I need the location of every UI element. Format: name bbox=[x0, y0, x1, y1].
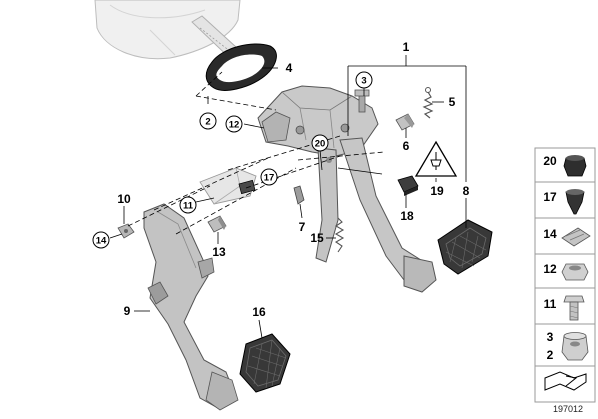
side-item-20: 20 bbox=[543, 154, 587, 177]
svg-text:20: 20 bbox=[543, 154, 557, 168]
svg-text:17: 17 bbox=[543, 190, 557, 204]
svg-text:2: 2 bbox=[547, 348, 554, 362]
hardware-side-panel: 20 17 14 12 11 3 2 bbox=[534, 147, 596, 414]
bolt-part-3 bbox=[354, 89, 370, 113]
svg-text:12: 12 bbox=[543, 262, 557, 276]
side-item-17: 17 bbox=[543, 189, 585, 215]
callout-12: 12 bbox=[225, 115, 243, 133]
catalog-number: 197012 bbox=[553, 404, 583, 414]
callout-16: 16 bbox=[252, 305, 266, 319]
callout-18: 18 bbox=[400, 209, 414, 223]
pedal-arm-part-9 bbox=[143, 203, 239, 411]
callout-7: 7 bbox=[299, 220, 306, 234]
callout-2: 2 bbox=[199, 112, 217, 130]
svg-text:3: 3 bbox=[361, 76, 366, 87]
side-item-14: 14 bbox=[543, 227, 591, 247]
callout-10: 10 bbox=[117, 192, 131, 206]
side-item-arrow bbox=[544, 371, 587, 391]
warning-triangle-part-19 bbox=[414, 140, 458, 177]
nut-part-10 bbox=[117, 223, 135, 239]
gasket-part-4 bbox=[205, 43, 277, 91]
callout-14: 14 bbox=[92, 231, 110, 249]
pedal-pad-part-16 bbox=[239, 333, 291, 393]
callout-4: 4 bbox=[286, 61, 293, 75]
callout-20: 20 bbox=[311, 134, 329, 152]
svg-text:17: 17 bbox=[264, 173, 275, 184]
side-item-11: 11 bbox=[544, 295, 585, 321]
clip-part-7 bbox=[293, 185, 305, 205]
svg-text:3: 3 bbox=[547, 330, 554, 344]
callout-5: 5 bbox=[449, 95, 456, 109]
svg-text:14: 14 bbox=[543, 227, 557, 241]
callout-labels: 1 4 5 6 7 8 9 10 13 15 16 18 19 bbox=[117, 40, 469, 319]
side-item-3-2: 3 2 bbox=[547, 330, 589, 362]
sensor-assembly-part-11-17 bbox=[199, 167, 257, 205]
svg-text:11: 11 bbox=[544, 297, 557, 311]
spring-part-15 bbox=[334, 217, 345, 253]
svg-text:14: 14 bbox=[96, 236, 107, 247]
brake-pedal-arm bbox=[339, 137, 437, 293]
clutch-pedal-arm bbox=[315, 147, 339, 263]
callout-13: 13 bbox=[212, 245, 226, 259]
bushing-part-13 bbox=[207, 215, 227, 233]
spring-part-5 bbox=[422, 87, 434, 119]
switch-part-18 bbox=[397, 175, 419, 196]
callout-11: 11 bbox=[179, 196, 197, 214]
svg-text:12: 12 bbox=[229, 120, 240, 131]
svg-text:2: 2 bbox=[205, 117, 210, 128]
sleeve-part-6 bbox=[395, 113, 415, 131]
callout-1: 1 bbox=[403, 40, 410, 54]
callout-15: 15 bbox=[310, 231, 324, 245]
callout-19: 19 bbox=[430, 184, 444, 198]
callout-17: 17 bbox=[260, 168, 278, 186]
callout-6: 6 bbox=[403, 139, 410, 153]
callout-8: 8 bbox=[463, 184, 470, 198]
callout-9: 9 bbox=[124, 304, 131, 318]
callout-3: 3 bbox=[355, 71, 373, 89]
side-item-12: 12 bbox=[543, 262, 589, 281]
circled-callouts: 2 3 11 12 14 17 20 bbox=[92, 71, 373, 249]
pedal-pad-part-8 bbox=[437, 219, 493, 275]
svg-text:20: 20 bbox=[315, 139, 326, 150]
svg-text:11: 11 bbox=[183, 201, 194, 212]
